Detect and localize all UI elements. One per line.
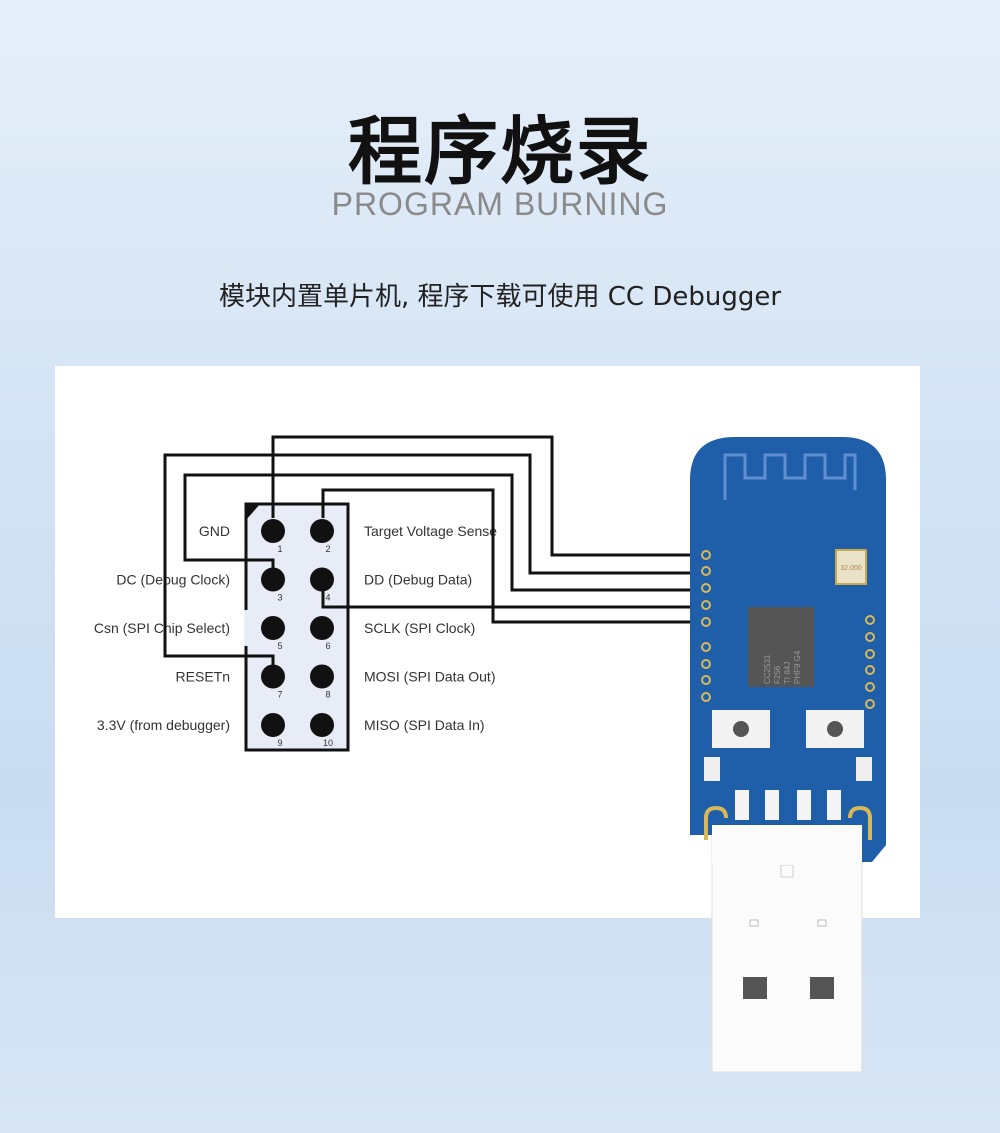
pin-label: GND <box>199 523 230 539</box>
page-description: 模块内置单片机, 程序下载可使用 CC Debugger <box>218 282 782 312</box>
pin-label: 3.3V (from debugger) <box>97 717 230 733</box>
pcb-pad <box>701 566 711 576</box>
pin-3 <box>261 567 285 592</box>
wire-vsense <box>321 488 702 624</box>
pcb-pad <box>865 615 875 625</box>
pin-number: 7 <box>277 690 282 700</box>
pin-9 <box>261 713 285 737</box>
pin-label: Target Voltage Sense <box>364 523 497 539</box>
pcb-pad <box>701 642 711 652</box>
wire-reset <box>163 453 702 665</box>
pcb-pad <box>701 583 711 593</box>
wire-gnd <box>271 435 702 557</box>
crystal-label: 32.000 <box>840 565 862 572</box>
chip-marking: TI 84J <box>783 662 792 684</box>
pin-number: 4 <box>325 593 330 603</box>
pin-6 <box>310 616 334 640</box>
pcb-pad <box>701 550 711 560</box>
wires <box>163 435 702 665</box>
pcb-pad <box>865 682 875 692</box>
pcb-pad <box>701 659 711 669</box>
chip-marking: CC2531 <box>763 654 772 684</box>
pin-number: 2 <box>325 544 330 554</box>
pin-7 <box>261 664 285 689</box>
chip-marking: F256 <box>773 665 782 684</box>
pin-number: 9 <box>277 738 282 748</box>
pin-number: 8 <box>325 690 330 700</box>
pin-1 <box>261 519 285 543</box>
pcb-pad <box>701 600 711 610</box>
pin-number: 10 <box>323 738 333 748</box>
pcb-pad <box>865 632 875 642</box>
chip-marking: PHF9 G4 <box>793 650 802 684</box>
wire-dc <box>183 473 702 592</box>
pin-8 <box>310 664 334 689</box>
pin-label: MOSI (SPI Data Out) <box>364 669 495 685</box>
pin-5 <box>261 616 285 640</box>
pin-2 <box>310 519 334 543</box>
pcb-pad <box>701 617 711 627</box>
wire-dd <box>321 590 702 609</box>
pcb-pad <box>701 692 711 702</box>
pin-label: Csn (SPI Chip Select) <box>94 620 230 636</box>
page-title: 程序烧录 <box>348 109 652 195</box>
pin-number: 5 <box>277 641 282 651</box>
pin-number: 6 <box>325 641 330 651</box>
pin-label: SCLK (SPI Clock) <box>364 620 475 636</box>
pcb-pad <box>701 675 711 685</box>
pcb-pad <box>865 665 875 675</box>
pin-number: 3 <box>277 593 282 603</box>
pin-label: MISO (SPI Data In) <box>364 717 485 733</box>
pcb-pad <box>865 699 875 709</box>
pin-4 <box>310 567 334 592</box>
page-subtitle: PROGRAM BURNING <box>331 186 669 222</box>
pin-label: RESETn <box>176 669 230 685</box>
pcb-pad <box>865 649 875 659</box>
pin-label: DC (Debug Clock) <box>116 572 230 588</box>
pin-10 <box>310 713 334 737</box>
pin-label: DD (Debug Data) <box>364 572 472 588</box>
pin-number: 1 <box>277 544 282 554</box>
